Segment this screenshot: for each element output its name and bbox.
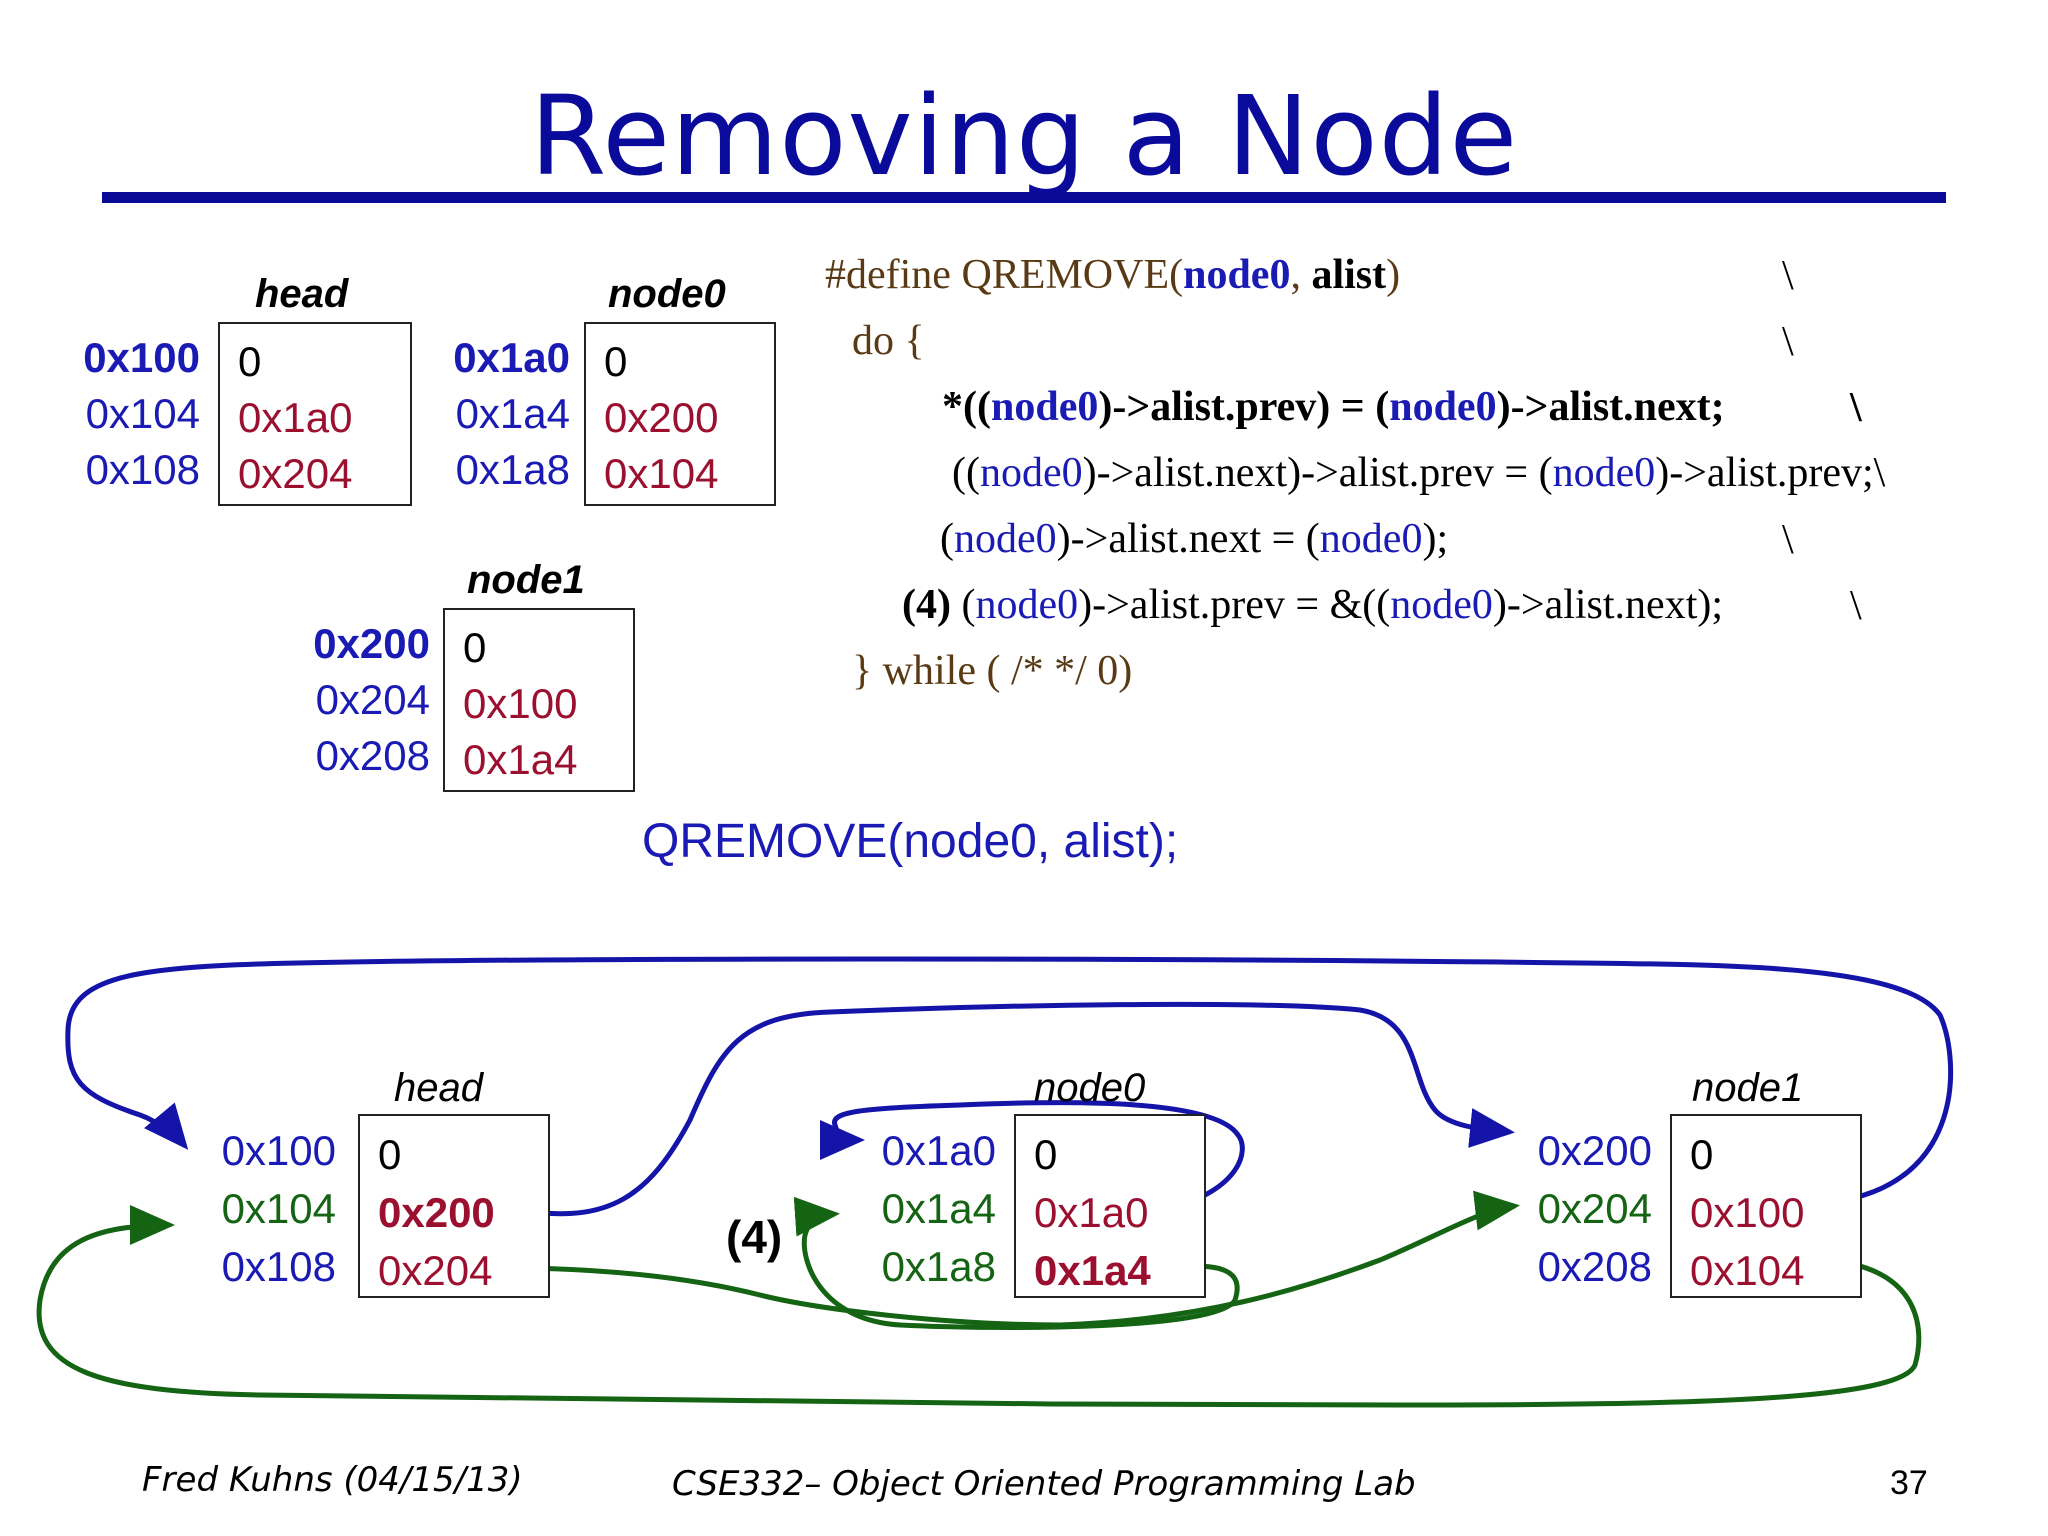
bottom-node0-addr-0: 0x1a0 [881,1127,996,1174]
code-line-define: #define QREMOVE(node0, alist) [825,252,1401,298]
arrow-node0-prev-self [793,1196,1240,1330]
top-node1-label: node1 [467,558,585,602]
top-node0-val-0: 0 [604,338,628,385]
bottom-node0-addr-2: 0x1a8 [881,1243,996,1290]
code-backslash-2: \ [1782,319,1794,365]
bottom-node0-val-2: 0x1a4 [1034,1247,1151,1294]
bottom-head-addresses: 0x100 0x104 0x108 [200,1122,336,1296]
bottom-head-val-0: 0 [378,1131,402,1178]
code-line-step1: *((node0)->alist.prev) = (node0)->alist.… [942,384,1725,430]
arrow-node1-next-to-head [65,956,1954,1205]
top-node0-label: node0 [608,272,726,316]
top-head-box: 0 0x1a0 0x204 [218,322,412,506]
top-node0-addr-1: 0x1a4 [455,390,570,437]
code-line-while: } while ( /* */ 0) [852,648,1133,694]
bottom-node0-val-0: 0 [1034,1131,1058,1178]
arrow-head-next-to-node1 [519,1001,1515,1217]
top-node1-addr-2: 0x208 [315,732,430,779]
arrow-head-prev-to-node1 [531,1190,1520,1328]
code-line-do: do { [852,318,925,364]
bottom-head-val-1: 0x200 [378,1189,495,1236]
top-node1-box: 0 0x100 0x1a4 [443,608,635,792]
bottom-node1-addresses: 0x200 0x204 0x208 [1516,1122,1652,1296]
top-node1-val-1: 0x100 [463,680,578,727]
code-line-step4: (4) (node0)->alist.prev = &((node0)->ali… [902,582,1724,628]
top-node0-addr-0: 0x1a0 [453,334,570,381]
top-head-addr-0: 0x100 [83,334,200,381]
bottom-node1-addr-0: 0x200 [1537,1127,1652,1174]
top-head-val-1: 0x1a0 [238,394,353,441]
footer-author: Fred Kuhns (04/15/13) [142,1460,523,1500]
top-head-val-2: 0x204 [238,450,353,497]
arrow-node1-prev-to-head [36,1205,1922,1408]
slide-title: Removing a Node [529,72,1519,200]
bottom-head-addr-2: 0x108 [221,1243,336,1290]
bottom-node1-label: node1 [1692,1066,1804,1110]
top-node0-box: 0 0x200 0x104 [584,322,776,506]
bottom-node1-val-1: 0x100 [1690,1189,1805,1236]
bottom-node0-addr-1: 0x1a4 [881,1185,996,1232]
top-node0-val-2: 0x104 [604,450,719,497]
top-head-addr-1: 0x104 [85,390,200,437]
top-node1-addresses: 0x200 0x204 0x208 [290,616,430,784]
bottom-node0-box: 0 0x1a0 0x1a4 [1014,1114,1206,1298]
top-node0-val-1: 0x200 [604,394,719,441]
top-head-addr-2: 0x108 [85,446,200,493]
code-backslash-1: \ [1782,253,1794,299]
top-head-val-0: 0 [238,338,262,385]
arrow-node0-next-self [819,1100,1245,1211]
top-head-label: head [255,272,349,316]
code-backslash-3: \ [1850,385,1862,431]
step-4-label: (4) [726,1211,783,1263]
bottom-head-addr-0: 0x100 [221,1127,336,1174]
bottom-head-val-2: 0x204 [378,1247,493,1294]
bottom-head-addr-1: 0x104 [221,1185,336,1232]
bottom-head-box: 0 0x200 0x204 [358,1114,550,1298]
bottom-node1-box: 0 0x100 0x104 [1670,1114,1862,1298]
top-node1-addr-0: 0x200 [313,620,430,667]
bottom-node1-val-2: 0x104 [1690,1247,1805,1294]
code-backslash-5: \ [1782,517,1794,563]
title-underline [102,192,1946,203]
bottom-node1-addr-2: 0x208 [1537,1243,1652,1290]
bottom-node0-label: node0 [1034,1066,1146,1110]
bottom-head-label: head [394,1066,483,1110]
top-node0-addresses: 0x1a0 0x1a4 0x1a8 [430,330,570,498]
code-line-step2: ((node0)->alist.next)->alist.prev = (nod… [952,450,1886,496]
bottom-node1-val-0: 0 [1690,1131,1714,1178]
footer-page-number: 37 [1890,1464,1928,1502]
bottom-node0-val-1: 0x1a0 [1034,1189,1149,1236]
qremove-call: QREMOVE(node0, alist); [642,815,1179,868]
top-node1-val-2: 0x1a4 [463,736,578,783]
code-line-step3: (node0)->alist.next = (node0); [940,516,1449,562]
bottom-node1-addr-1: 0x204 [1537,1185,1652,1232]
top-node0-addr-2: 0x1a8 [455,446,570,493]
bottom-node0-addresses: 0x1a0 0x1a4 0x1a8 [860,1122,996,1296]
code-backslash-6: \ [1850,583,1862,629]
top-node1-addr-1: 0x204 [315,676,430,723]
top-head-addresses: 0x100 0x104 0x108 [60,330,200,498]
footer-course: CSE332– Object Oriented Programming Lab [672,1464,1416,1504]
top-node1-val-0: 0 [463,624,487,671]
